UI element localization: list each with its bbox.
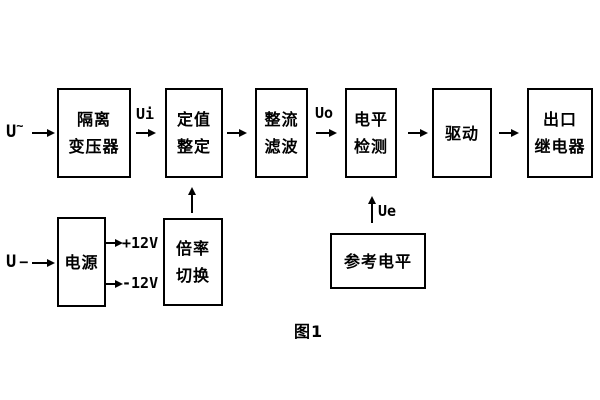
block-label-line: 继电器 (534, 137, 586, 156)
block-label-line: 驱动 (444, 123, 479, 143)
block-label-line: 整流 (264, 110, 299, 129)
block-label-line: 检测 (353, 137, 388, 156)
arrow-uo-signal (316, 129, 337, 137)
ac-input-base: U (6, 122, 17, 142)
dc-input-base: U (6, 252, 17, 272)
block-setting-adjustment: 定值 整定 (165, 88, 223, 178)
arrow-ac-input (32, 129, 55, 137)
block-label-line: 倍率 (175, 239, 210, 258)
block-label-line: 整定 (176, 137, 211, 156)
label-dc-input: U− (6, 253, 28, 272)
block-label-line: 电平 (353, 110, 388, 129)
arrow-drive-to-relay (499, 129, 519, 137)
arrow-ue-signal (368, 196, 376, 223)
arrow-dc-input (32, 259, 55, 267)
label-plus-12v: +12V (122, 234, 159, 252)
figure-caption: 图1 (294, 322, 324, 341)
arrow-level-to-drive (408, 129, 428, 137)
ac-tilde: ~ (16, 119, 24, 133)
arrow-plus-12v (105, 239, 123, 247)
block-isolation-transformer: 隔离 变压器 (57, 88, 131, 178)
block-ratio-switch: 倍率 切换 (163, 218, 223, 306)
label-uo: Uo (315, 104, 334, 122)
arrow-setting-to-rectify (227, 129, 247, 137)
arrow-ratio-to-setting (188, 187, 196, 213)
block-output-relay: 出口 继电器 (527, 88, 593, 178)
block-reference-level: 参考电平 (330, 233, 426, 289)
block-label-line: 参考电平 (343, 251, 412, 271)
dc-dash: − (19, 253, 29, 271)
block-label-line: 出口 (542, 110, 577, 129)
label-ac-input: U~ (6, 117, 23, 142)
block-drive: 驱动 (432, 88, 492, 178)
block-label-line: 定值 (176, 110, 211, 129)
arrow-minus-12v (105, 280, 123, 288)
block-label-line: 滤波 (264, 137, 299, 156)
block-label-line: 电源 (64, 252, 99, 272)
block-level-detection: 电平 检测 (345, 88, 397, 178)
block-label-line: 隔离 (76, 110, 111, 129)
label-minus-12v: -12V (122, 274, 159, 292)
block-rectify-filter: 整流 滤波 (255, 88, 308, 178)
label-ue: Ue (378, 202, 397, 220)
arrow-ui-signal (136, 129, 156, 137)
block-power-supply: 电源 (57, 217, 106, 307)
block-label-line: 切换 (175, 266, 210, 285)
block-label-line: 变压器 (68, 137, 120, 156)
label-ui: Ui (136, 105, 155, 123)
